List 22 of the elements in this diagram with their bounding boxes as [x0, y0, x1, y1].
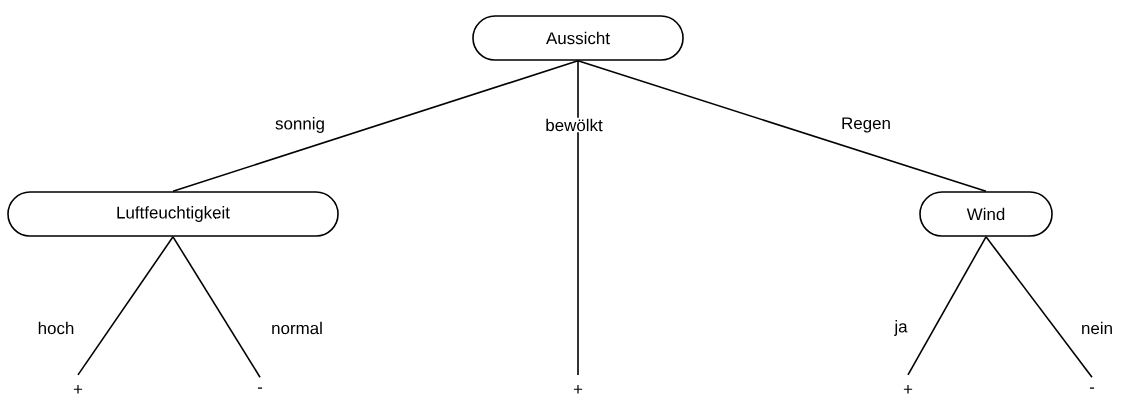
- edge-label: sonnig: [274, 116, 326, 134]
- tree-branch: [907, 236, 987, 376]
- edge-label: hoch: [36, 320, 76, 336]
- edge-label: normal: [270, 320, 324, 336]
- decision-node: Aussicht: [472, 15, 684, 61]
- leaf-label: -: [257, 387, 263, 389]
- edge-label: Regen: [840, 116, 892, 134]
- tree-branch: [77, 236, 174, 376]
- leaf-label: +: [573, 385, 583, 394]
- edge-label: bewölkt: [544, 117, 604, 133]
- tree-branch: [577, 60, 987, 192]
- tree-branch: [172, 236, 261, 379]
- leaf-label: +: [73, 385, 83, 394]
- edge-label: nein: [1080, 320, 1114, 336]
- decision-node: Luftfeuchtigkeit: [7, 191, 339, 237]
- tree-branch: [985, 236, 1093, 379]
- decision-node: Wind: [919, 191, 1053, 237]
- leaf-label: +: [903, 385, 913, 394]
- tree-branch: [172, 60, 579, 192]
- leaf-label: -: [1089, 387, 1095, 389]
- edge-label: ja: [893, 319, 909, 337]
- tree-branch: [577, 60, 579, 376]
